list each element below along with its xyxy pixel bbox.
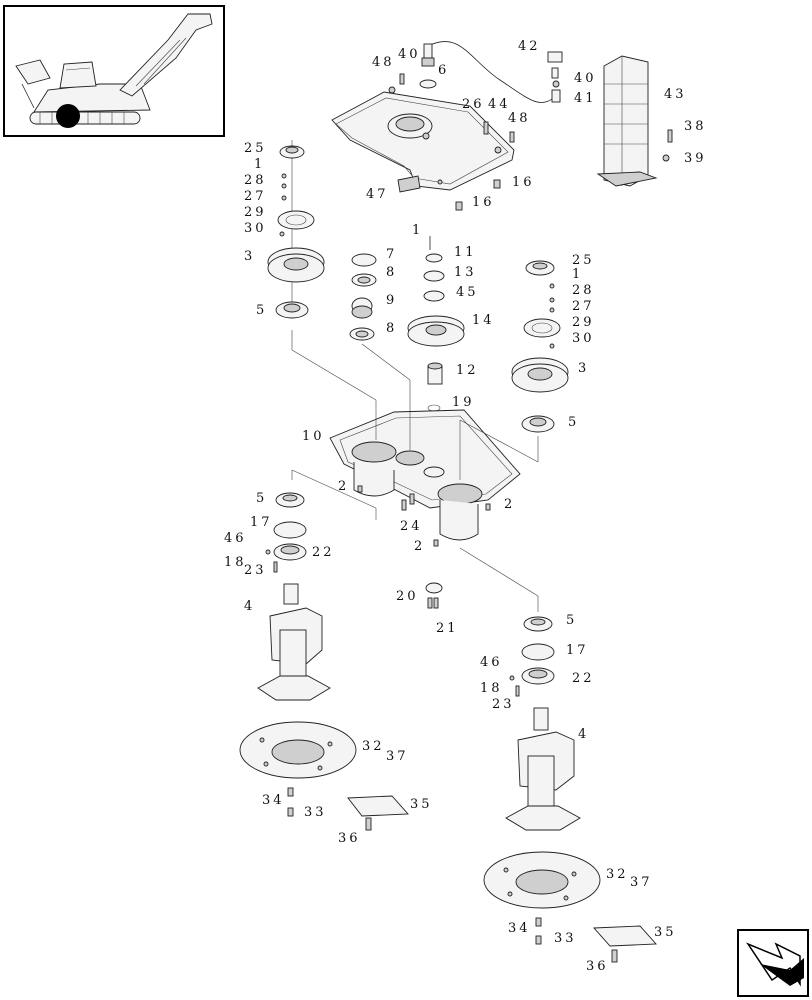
callout-labels: 48 40 6 42 40 41 43 26 44 48 38 39 16 16… (224, 39, 707, 974)
callout-2c: 2 (414, 539, 425, 554)
callout-1b: 1 (412, 223, 423, 238)
callout-47: 47 (366, 187, 389, 202)
callout-13: 13 (454, 265, 477, 280)
callout-9: 9 (386, 293, 397, 308)
callout-24: 24 (400, 519, 423, 534)
callout-33b: 33 (554, 931, 577, 946)
callout-29b: 29 (572, 315, 595, 330)
right-gear-stack (511, 260, 569, 433)
callout-14: 14 (472, 313, 495, 328)
next-page-arrow-button[interactable] (737, 929, 809, 997)
callout-43: 43 (664, 87, 687, 102)
callout-26: 26 (462, 97, 485, 112)
callout-46b: 46 (480, 655, 503, 670)
callout-5d: 5 (566, 613, 577, 628)
callout-22b: 22 (572, 671, 595, 686)
callout-46a: 46 (224, 531, 247, 546)
callout-48a: 48 (372, 55, 395, 70)
callout-34a: 34 (262, 793, 285, 808)
callout-41: 41 (574, 91, 597, 106)
callout-11: 11 (454, 245, 477, 260)
callout-19: 19 (452, 395, 475, 410)
callout-18a: 18 (224, 555, 247, 570)
callout-5a: 5 (256, 303, 267, 318)
callout-40a: 40 (398, 47, 421, 62)
callout-35a: 35 (410, 797, 433, 812)
callout-5b: 5 (568, 415, 579, 430)
filter-element (596, 55, 658, 187)
right-lower-assembly (483, 616, 657, 963)
callout-23a: 23 (244, 563, 267, 578)
callout-1a: 1 (254, 157, 265, 172)
callout-33a: 33 (304, 805, 327, 820)
callout-10: 10 (302, 429, 325, 444)
callout-20: 20 (396, 589, 419, 604)
callout-27b: 27 (572, 299, 595, 314)
callout-25a: 25 (244, 141, 267, 156)
callout-37b: 37 (630, 875, 653, 890)
callout-39: 39 (684, 151, 707, 166)
left-lower-assembly (239, 492, 409, 831)
callout-2a: 2 (338, 479, 349, 494)
callout-36b: 36 (586, 959, 609, 974)
callout-48b: 48 (508, 111, 531, 126)
top-cover-plate (331, 86, 515, 191)
callout-12: 12 (456, 363, 479, 378)
left-gear-stack (267, 140, 325, 319)
callout-17b: 17 (566, 643, 589, 658)
callout-27a: 27 (244, 189, 267, 204)
callout-34b: 34 (508, 921, 531, 936)
callout-16b: 16 (472, 195, 495, 210)
callout-3a: 3 (244, 249, 255, 264)
callout-38: 38 (684, 119, 707, 134)
callout-21: 21 (436, 621, 459, 636)
callout-44: 44 (488, 97, 511, 112)
callout-17a: 17 (250, 515, 273, 530)
callout-22a: 22 (312, 545, 335, 560)
callout-28b: 28 (572, 283, 595, 298)
next-page-arrow-icon (746, 942, 804, 987)
callout-18b: 18 (480, 681, 503, 696)
callout-45: 45 (456, 285, 479, 300)
callout-7: 7 (386, 247, 397, 262)
callout-4b: 4 (578, 727, 589, 742)
callout-23b: 23 (492, 697, 515, 712)
callout-25b: 25 (572, 253, 595, 268)
callout-37a: 37 (386, 749, 409, 764)
center-gear-stack (349, 236, 465, 412)
axis-lines (291, 330, 539, 612)
callout-16a: 16 (512, 175, 535, 190)
callout-8a: 8 (386, 265, 397, 280)
harvester-locator-icon (15, 13, 213, 128)
callout-1c: 1 (572, 267, 583, 282)
callout-8b: 8 (386, 321, 397, 336)
callout-4a: 4 (244, 599, 255, 614)
callout-40b: 40 (574, 71, 597, 86)
callout-35b: 35 (654, 925, 677, 940)
callout-42: 42 (518, 39, 541, 54)
callout-5c: 5 (256, 491, 267, 506)
callout-28a: 28 (244, 173, 267, 188)
callout-30b: 30 (572, 331, 595, 346)
callout-30a: 30 (244, 221, 267, 236)
callout-3b: 3 (578, 361, 589, 376)
callout-32b: 32 (606, 867, 629, 882)
machine-thumbnail (3, 5, 225, 137)
gearbox-housing (329, 409, 521, 541)
callout-32a: 32 (362, 739, 385, 754)
callout-36a: 36 (338, 831, 361, 846)
callout-2b: 2 (504, 497, 515, 512)
callout-6: 6 (438, 63, 449, 78)
callout-29a: 29 (244, 205, 267, 220)
